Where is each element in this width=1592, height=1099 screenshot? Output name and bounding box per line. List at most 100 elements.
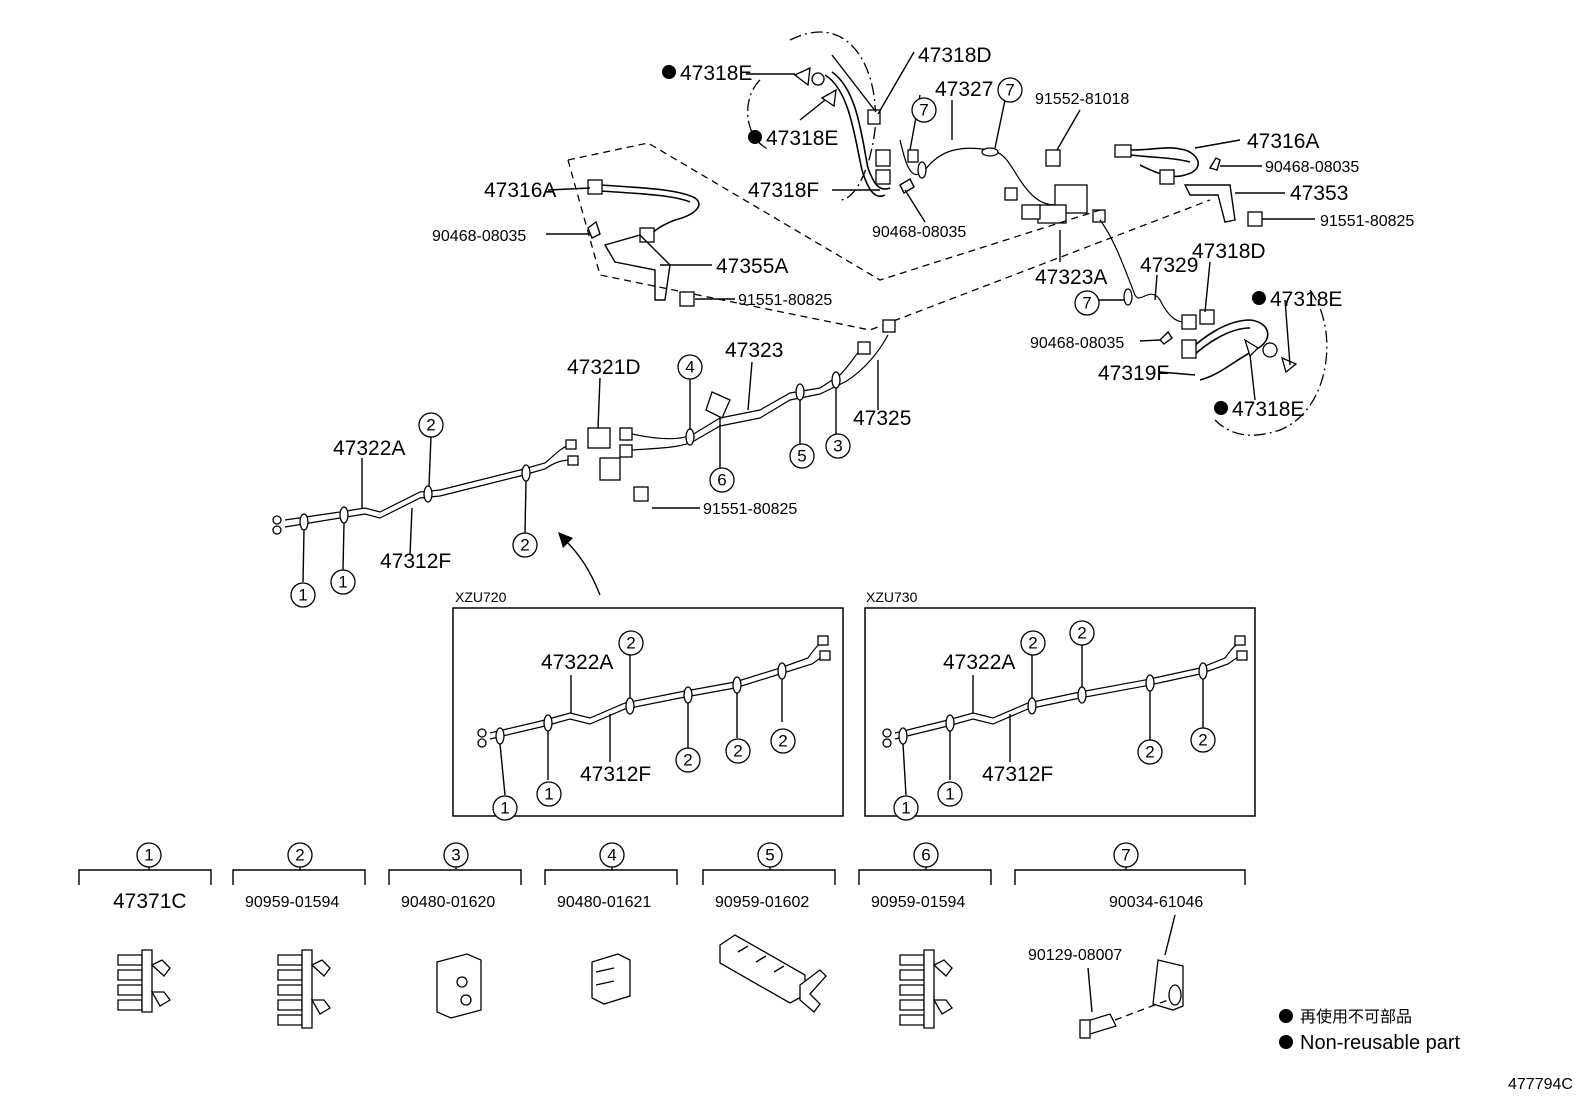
clamp-part-number: 90959-01594	[871, 894, 965, 911]
label-47329: 47329	[1140, 254, 1198, 277]
svg-text:1: 1	[945, 785, 954, 804]
label-47312F: 47312F	[982, 763, 1053, 786]
callout-2: 2	[1020, 630, 1046, 656]
svg-text:5: 5	[797, 447, 806, 466]
junction-block	[1004, 109, 1106, 262]
left-hose-assembly	[746, 31, 1056, 223]
svg-text:1: 1	[338, 573, 347, 592]
non-reusable-dot	[1279, 1009, 1293, 1023]
clamp-part-number: 90959-01594	[245, 894, 339, 911]
callout-1: 1	[492, 795, 518, 821]
svg-text:1: 1	[144, 846, 153, 865]
non-reusable-dot	[662, 65, 676, 79]
callout-2: 2	[770, 728, 796, 754]
svg-text:7: 7	[1082, 294, 1091, 313]
variant-box	[452, 607, 844, 817]
svg-text:2: 2	[733, 742, 742, 761]
callout-1: 1	[937, 781, 963, 807]
legend: 再使用不可部品 Non-reusable part	[1279, 1008, 1461, 1054]
svg-text:5: 5	[765, 846, 774, 865]
svg-text:2: 2	[520, 536, 529, 555]
callout-7: 7	[1074, 290, 1100, 316]
callout-2: 2	[1137, 739, 1163, 765]
clamp-part-number: 90034-61046	[1109, 894, 1203, 911]
clamp-3: 3 90480-01620	[388, 842, 522, 1019]
clamp-part-number: 90129-08007	[1028, 947, 1122, 964]
svg-text:2: 2	[295, 846, 304, 865]
main-brake-line	[272, 319, 896, 596]
callout-5: 5	[789, 443, 815, 469]
legend-line-jp: 再使用不可部品	[1300, 1008, 1412, 1026]
label-47316A: 47316A	[484, 179, 556, 202]
left-flex-hose	[546, 179, 735, 307]
variant-xzu720: XZU720 2 2 2 2 1 1 47322A 47312F	[452, 589, 844, 821]
label-47323A: 47323A	[1035, 266, 1107, 289]
label-90468-08035: 90468-08035	[432, 228, 526, 245]
main-callouts: 7 7 7 4 6 5 3 2 2 1 1	[290, 77, 1100, 608]
svg-text:4: 4	[685, 358, 694, 377]
callout-4: 4	[677, 354, 703, 380]
variant-title: XZU730	[866, 589, 918, 605]
clamp-2: 2 90959-01594	[232, 842, 366, 1029]
clamp-1: 1 47371C	[78, 842, 212, 1013]
svg-text:1: 1	[500, 799, 509, 818]
label-91552-81018: 91552-81018	[1035, 91, 1129, 108]
svg-text:2: 2	[426, 416, 435, 435]
callout-2: 2	[512, 532, 538, 558]
legend-line-en: Non-reusable part	[1300, 1032, 1461, 1054]
clamp-part-number: 47371C	[113, 890, 187, 913]
label-47316A: 47316A	[1247, 130, 1319, 153]
right-flex-hose	[1114, 139, 1315, 227]
label-47355A: 47355A	[716, 255, 788, 278]
callout-2: 2	[418, 412, 444, 438]
label-47322A: 47322A	[541, 651, 613, 674]
part-labels: 47318E 47318D 47327 91552-81018 47318E 4…	[333, 44, 1414, 573]
label-91551-80825: 91551-80825	[703, 501, 797, 518]
clamp-5: 5 90959-01602	[702, 842, 836, 1013]
clamp-part-number: 90480-01621	[557, 894, 651, 911]
label-90468-08035: 90468-08035	[1265, 159, 1359, 176]
clamp-table: 1 47371C 2 90959-01594 3 90480-01620	[78, 842, 1246, 1039]
svg-text:2: 2	[1198, 731, 1207, 750]
non-reusable-dot	[1279, 1035, 1293, 1049]
svg-text:3: 3	[833, 437, 842, 456]
clamp-part-number: 90480-01620	[401, 894, 495, 911]
variant-xzu730: XZU730 2 2 2 2 1 1 47322A 47312F	[864, 589, 1256, 821]
svg-text:7: 7	[919, 101, 928, 120]
label-47322A: 47322A	[943, 651, 1015, 674]
clamp-part-number: 90959-01602	[715, 894, 809, 911]
clamp-4: 4 90480-01621	[544, 842, 678, 1005]
svg-text:1: 1	[901, 799, 910, 818]
label-47327: 47327	[935, 78, 993, 101]
label-47318F: 47318F	[748, 179, 819, 202]
non-reusable-dot	[1252, 291, 1266, 305]
svg-text:7: 7	[1005, 81, 1014, 100]
svg-text:1: 1	[298, 586, 307, 605]
svg-text:4: 4	[607, 846, 616, 865]
diagram-id: 477794C	[1508, 1076, 1573, 1093]
callout-1: 1	[290, 582, 316, 608]
svg-text:3: 3	[451, 846, 460, 865]
svg-text:2: 2	[1077, 624, 1086, 643]
svg-text:6: 6	[717, 471, 726, 490]
label-47318E: 47318E	[766, 127, 838, 150]
callout-2: 2	[1190, 727, 1216, 753]
label-47318E: 47318E	[1232, 398, 1304, 421]
right-hose-assembly	[1086, 219, 1328, 436]
svg-text:6: 6	[921, 846, 930, 865]
non-reusable-dot	[1214, 401, 1228, 415]
label-47325: 47325	[853, 407, 911, 430]
label-47312F: 47312F	[380, 550, 451, 573]
label-91551-80825: 91551-80825	[738, 292, 832, 309]
svg-text:2: 2	[683, 751, 692, 770]
callout-3: 3	[825, 433, 851, 459]
label-47321D: 47321D	[567, 356, 641, 379]
clamp-6: 6 90959-01594	[858, 842, 992, 1029]
label-47322A: 47322A	[333, 437, 405, 460]
callout-7: 7	[911, 97, 937, 123]
label-47323: 47323	[725, 339, 783, 362]
svg-text:1: 1	[544, 785, 553, 804]
label-47318E: 47318E	[1270, 288, 1342, 311]
callout-1: 1	[893, 795, 919, 821]
